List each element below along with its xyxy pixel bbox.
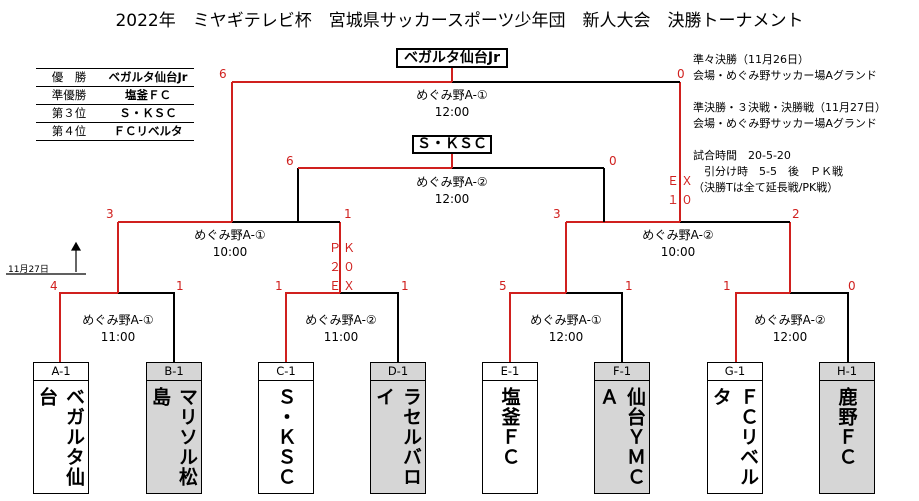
team-name: 塩釜ＦＣ <box>498 387 521 467</box>
note-line <box>693 84 886 100</box>
qf1-score-right: 1 <box>176 279 184 293</box>
sf1-lines <box>118 82 340 223</box>
qf4-time: 12:00 <box>772 330 808 344</box>
qf2-score-left: 1 <box>275 279 283 293</box>
sf2-lines <box>566 82 790 223</box>
third-venue: めぐみ野A-② <box>416 175 488 189</box>
team-box: H-1 鹿野ＦＣ <box>819 362 875 494</box>
third-time: 12:00 <box>434 192 470 206</box>
team-code: A-1 <box>34 363 88 381</box>
sf1-pk-score: ２０ <box>329 260 358 274</box>
date-marker-arrow <box>6 241 86 275</box>
qf2-venue: めぐみ野A-② <box>305 313 377 327</box>
note-line: 準々決勝（11月26日） <box>693 53 809 66</box>
sf2-score-right: 2 <box>792 207 800 221</box>
result-row: 優 勝ベガルタ仙台Jr <box>36 68 194 87</box>
team-code: B-1 <box>147 363 201 381</box>
team-box: B-1 マリソル松島 <box>146 362 202 494</box>
rank-team: Ｓ・ＫＳＣ <box>102 104 194 123</box>
sf1-time: 10:00 <box>212 245 248 259</box>
schedule-notes: 準々決勝（11月26日） 会場・めぐみ野サッカー場Aグランド 準決勝・３決戦・決… <box>693 52 886 196</box>
team-code: H-1 <box>820 363 874 381</box>
qf2-lines <box>285 222 399 362</box>
third-score-right: 0 <box>609 154 617 168</box>
result-row: 準優勝塩釜ＦＣ <box>36 86 194 105</box>
date-marker-label: 11月27日 <box>8 265 49 275</box>
team-name: ＦＣリベルタ <box>710 387 759 487</box>
qf3-venue: めぐみ野A-① <box>530 313 602 327</box>
rank-label: 第４位 <box>36 122 102 141</box>
sf1-pk-note: ＰＫ <box>329 241 358 255</box>
team-name: 鹿野ＦＣ <box>835 387 858 467</box>
team-code: C-1 <box>259 363 313 381</box>
sf2-time: 10:00 <box>660 245 696 259</box>
champion-box: ベガルタ仙台Jr <box>396 48 508 68</box>
final-lines <box>232 66 680 83</box>
rank-team: ベガルタ仙台Jr <box>102 68 194 87</box>
page-title: 2022年 ミヤギテレビ杯 宮城県サッカースポーツ少年団 新人大会 決勝トーナメ… <box>115 11 804 31</box>
note-line: 試合時間 20-5-20 <box>693 149 791 162</box>
sf2-ex-score: １０ <box>667 193 696 207</box>
qf1-score-left: 4 <box>50 279 58 293</box>
qf4-lines <box>735 222 849 362</box>
team-box: C-1 Ｓ・ＫＳＣ <box>258 362 314 494</box>
rank-label: 優 勝 <box>36 68 102 87</box>
qf1-time: 11:00 <box>100 330 136 344</box>
qf2-score-right: 1 <box>401 279 409 293</box>
qf4-venue: めぐみ野A-② <box>754 313 826 327</box>
team-name: ラセルバロイ <box>373 387 422 487</box>
qf3-lines <box>509 222 623 362</box>
sf2-ex-note: ＥＸ <box>667 174 696 188</box>
note-line: 会場・めぐみ野サッカー場Aグランド <box>693 69 877 82</box>
team-code: D-1 <box>371 363 425 381</box>
team-box: D-1 ラセルバロイ <box>370 362 426 494</box>
team-name: ベガルタ仙台 <box>36 387 85 487</box>
note-line: （決勝Tは全て延長戦/PK戦） <box>693 181 839 194</box>
team-box: F-1 仙台ＹＭＣＡ <box>594 362 650 494</box>
qf4-score-right: 0 <box>848 279 856 293</box>
final-time: 12:00 <box>434 105 470 119</box>
team-name: 仙台ＹＭＣＡ <box>597 387 646 487</box>
team-code: G-1 <box>708 363 762 381</box>
final-score-left: 6 <box>219 67 227 81</box>
sf1-venue: めぐみ野A-① <box>194 228 266 242</box>
third-place-box: Ｓ・ＫＳＣ <box>412 135 492 154</box>
sf1-ex-note: ＥＸ <box>329 279 358 293</box>
note-line: 引分け時 5-5 後 ＰＫ戦 <box>693 165 843 178</box>
qf1-lines <box>59 222 175 362</box>
team-box: A-1 ベガルタ仙台 <box>33 362 89 494</box>
rank-team: ＦＣリベルタ <box>102 122 194 141</box>
team-name: マリソル松島 <box>149 387 198 487</box>
team-code: F-1 <box>595 363 649 381</box>
qf1-venue: めぐみ野A-① <box>82 313 154 327</box>
qf2-time: 11:00 <box>323 330 359 344</box>
third-place-lines <box>298 152 604 169</box>
qf3-time: 12:00 <box>548 330 584 344</box>
sf2-score-left: 3 <box>553 207 561 221</box>
final-venue: めぐみ野A-① <box>416 88 488 102</box>
final-score-right: 0 <box>677 67 685 81</box>
note-line <box>693 132 886 148</box>
qf3-score-right: 1 <box>625 279 633 293</box>
rank-label: 第３位 <box>36 104 102 123</box>
note-line: 準決勝・３決戦・決勝戦（11月27日） <box>693 101 886 114</box>
team-code: E-1 <box>483 363 537 381</box>
note-line: 会場・めぐみ野サッカー場Aグランド <box>693 117 877 130</box>
rank-label: 準優勝 <box>36 86 102 105</box>
rank-team: 塩釜ＦＣ <box>102 86 194 105</box>
team-name: Ｓ・ＫＳＣ <box>274 387 297 487</box>
team-box: G-1 ＦＣリベルタ <box>707 362 763 494</box>
sf1-score-right: 1 <box>344 207 352 221</box>
sf2-venue: めぐみ野A-② <box>642 228 714 242</box>
qf3-score-left: 5 <box>499 279 507 293</box>
third-score-left: 6 <box>286 154 294 168</box>
sf1-score-left: 3 <box>106 207 114 221</box>
qf4-score-left: 1 <box>723 279 731 293</box>
team-box: E-1 塩釜ＦＣ <box>482 362 538 494</box>
